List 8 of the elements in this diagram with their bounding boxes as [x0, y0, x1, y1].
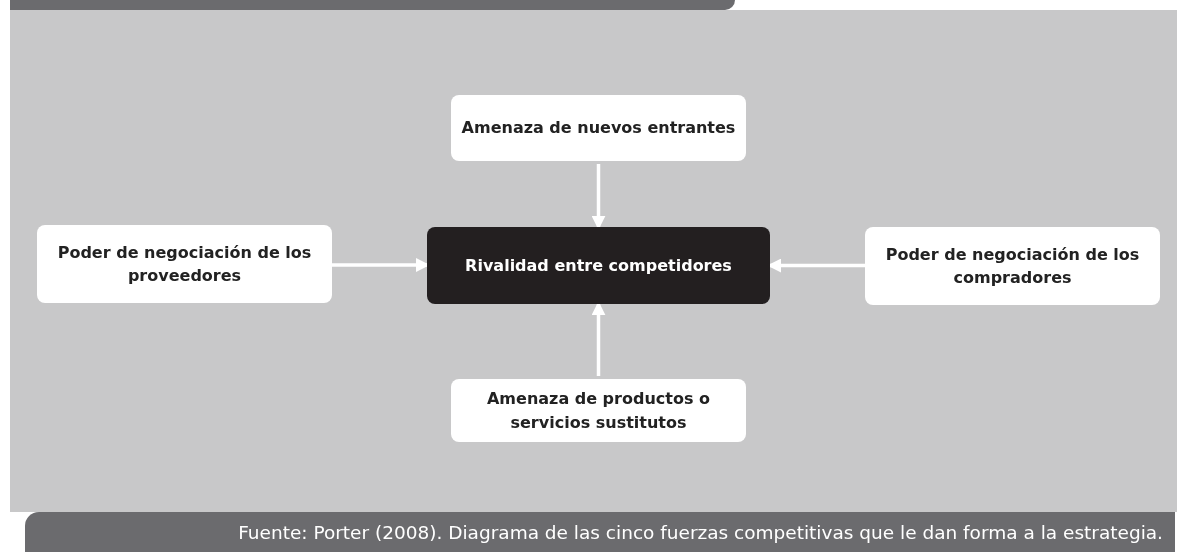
force-box: Amenaza de productos o servicios sustitutos	[451, 379, 746, 442]
force-box: Amenaza de nuevos entrantes	[451, 95, 746, 161]
caption: Fuente: Porter (2008). Diagrama de las cinco fuerzas competitivas que le dan forma a la estrategia.	[238, 521, 1164, 543]
force-box: Poder de negociación de los proveedores	[37, 225, 332, 303]
force-box: Poder de negociación de los compradores	[865, 227, 1160, 305]
central-box: Rivalidad entre competidores	[427, 227, 770, 304]
arrow	[591, 164, 606, 230]
arrow	[591, 301, 606, 376]
